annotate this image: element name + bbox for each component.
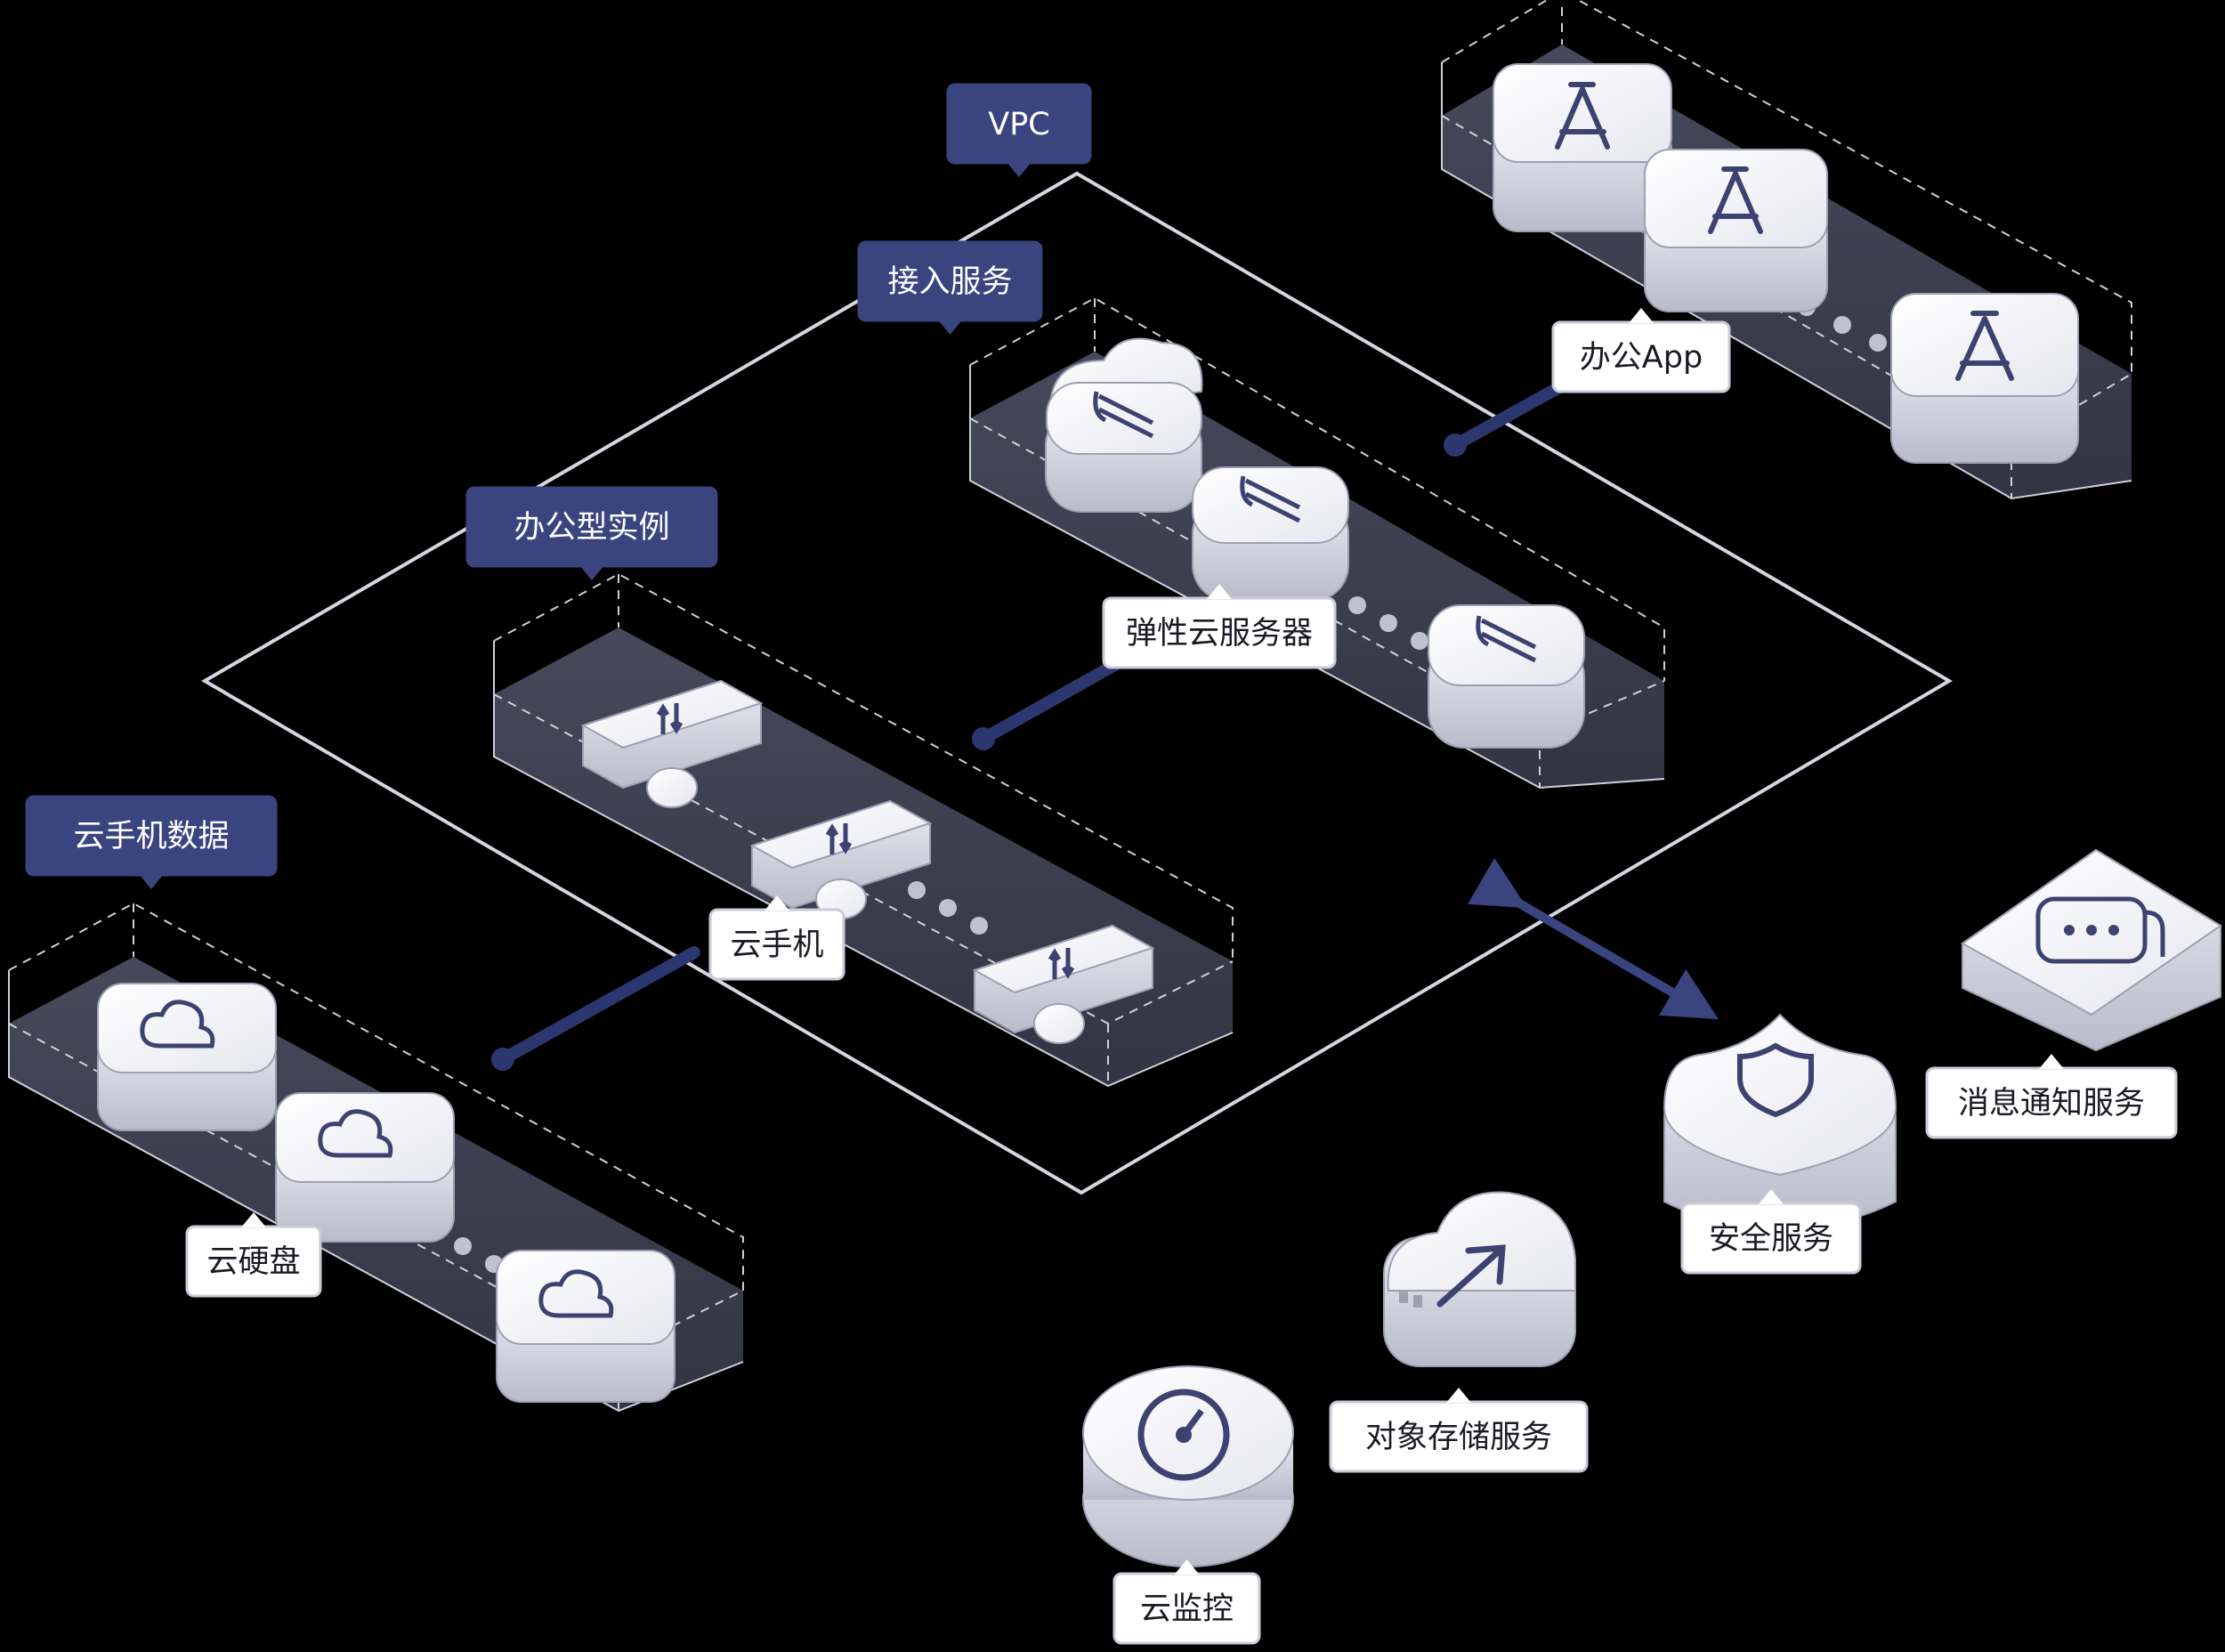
ecs-device-2 <box>1192 466 1349 602</box>
shield-icon <box>1737 1042 1814 1118</box>
obs-label: 对象存储服务 <box>1329 1388 1589 1473</box>
office-app-label: 办公App <box>1551 308 1731 393</box>
phone-device-2 <box>749 799 933 919</box>
cloud-phone-label: 云手机 <box>708 895 846 981</box>
phone-transfer-icon <box>825 823 853 854</box>
disk-device-1 <box>97 983 277 1131</box>
cloud-server-icon <box>1240 475 1301 523</box>
cloud-server-icon <box>1093 391 1154 439</box>
monitor-label-text: 云监控 <box>1140 1591 1234 1627</box>
ecs-device-1 <box>1045 337 1203 513</box>
vpc-label-text: VPC <box>988 107 1050 142</box>
connector-ecs <box>977 652 1132 745</box>
security-device <box>1663 1013 1897 1230</box>
message-label: 消息通知服务 <box>1925 1054 2178 1139</box>
ecs-label-text: 弹性云服务器 <box>1126 616 1313 652</box>
app-device-3 <box>1890 293 2079 464</box>
obs-label-text: 对象存储服务 <box>1365 1420 1552 1455</box>
phone-data-label-text: 云手机数据 <box>73 819 229 854</box>
ecs-device-3 <box>1428 604 1585 749</box>
phone-transfer-icon <box>1048 948 1075 979</box>
app-store-icon <box>1708 166 1763 234</box>
cloud-disk-label-text: 云硬盘 <box>206 1244 300 1280</box>
cloud-disk-label: 云硬盘 <box>185 1212 322 1298</box>
phone-device-3 <box>972 924 1155 1044</box>
monitor-label: 云监控 <box>1112 1559 1261 1645</box>
ecs-label: 弹性云服务器 <box>1102 584 1337 669</box>
disk-device-2 <box>275 1092 455 1243</box>
app-device-1 <box>1493 63 1672 232</box>
office-instance-label-text: 办公型实例 <box>514 510 669 546</box>
cloud-disk-icon <box>538 1269 614 1318</box>
monitor-device <box>1082 1365 1294 1567</box>
vpc-label: VPC <box>946 83 1092 177</box>
obs-device <box>1383 1191 1576 1367</box>
security-label: 安全服务 <box>1680 1189 1862 1275</box>
disk-device-3 <box>496 1250 676 1403</box>
office-app-label-text: 办公App <box>1580 340 1703 376</box>
app-store-icon <box>1955 311 2014 381</box>
cloud-server-icon <box>1476 615 1537 663</box>
security-label-text: 安全服务 <box>1709 1221 1833 1257</box>
access-label-text: 接入服务 <box>887 264 1012 300</box>
message-label-text: 消息通知服务 <box>1958 1086 2145 1122</box>
phone-transfer-icon <box>656 703 684 734</box>
cloud-disk-icon <box>318 1109 393 1158</box>
app-device-2 <box>1644 149 1828 312</box>
office-instance-label: 办公型实例 <box>465 486 718 580</box>
message-device <box>1961 848 2222 1052</box>
chat-bubble-icon <box>2035 896 2165 964</box>
app-store-icon <box>1555 82 1610 150</box>
cloud-phone-label-text: 云手机 <box>730 927 823 963</box>
connector-cloud-phone <box>497 946 700 1065</box>
access-label: 接入服务 <box>857 240 1043 335</box>
phone-data-label: 云手机数据 <box>25 795 278 889</box>
phone-device-1 <box>580 679 764 808</box>
bidirectional-arrow <box>1467 857 1719 1020</box>
cloud-disk-icon <box>140 1000 215 1049</box>
upload-arrow-icon <box>1436 1244 1506 1308</box>
